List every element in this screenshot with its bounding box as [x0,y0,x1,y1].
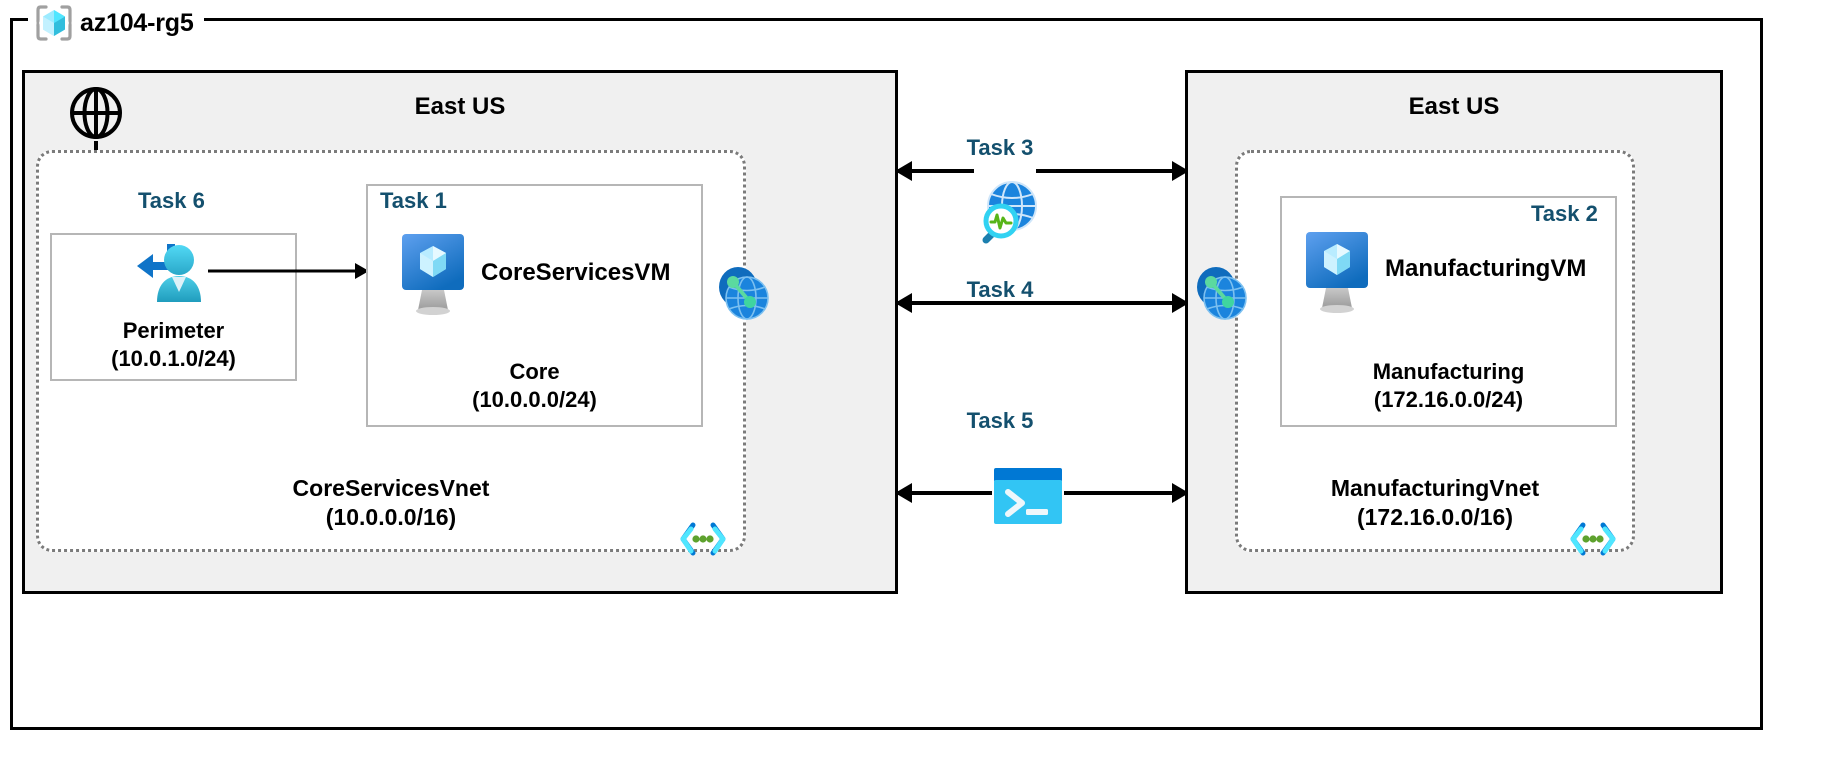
arrow-task5-left [895,480,992,506]
arrow-task5-right [1064,480,1189,506]
task-label-task-1: Task 1 [380,188,447,213]
cloud-shell-icon [992,466,1064,528]
bastion-user-icon [127,240,217,312]
arrow-shaft [1064,491,1188,495]
arrow-task4-right [974,290,1189,316]
vnet-label-manufacturing: ManufacturingVnet (172.16.0.0/16) [1235,474,1635,533]
task-label-task-5: Task 5 [966,408,1034,433]
arrow-shaft [896,301,974,305]
virtual-machine-icon [1304,230,1370,314]
task-label-task-4: Task 4 [966,277,1034,302]
subnet-cidr: (172.16.0.0/24) [1373,387,1524,413]
task-label-task-2: Task 2 [1531,201,1598,226]
subnet-name: Core [509,359,560,384]
arrow-shaft [896,169,974,173]
subnet-cidr: (10.0.1.0/24) [111,346,236,372]
arrow-head-right-icon [1172,161,1189,181]
network-watcher-icon [968,178,1042,250]
task-label-task-3: Task 3 [966,135,1034,160]
task-label-task-6: Task 6 [138,188,205,213]
arrow-task3-right [1036,158,1189,184]
region-title-left: East US [414,93,506,120]
resource-group-name: az104-rg5 [80,8,194,37]
subnet-name: Perimeter [122,318,225,343]
arrow-head-left-icon [895,293,912,313]
subnet-cidr: (10.0.0.0/24) [472,387,597,413]
arrow-task3-left [895,158,974,184]
arrow-shaft [1036,169,1188,173]
region-title-right: East US [1408,93,1500,120]
vnet-name: ManufacturingVnet [1330,475,1540,501]
vnet-label-core-services: CoreServicesVnet (10.0.0.0/16) [36,474,746,533]
arrow-head-right-icon [355,263,369,279]
arrow-perimeter-to-core [208,260,369,282]
resource-group-header: az104-rg5 [28,0,204,46]
virtual-network-icon [679,521,727,557]
vm-name-manufacturing: ManufacturingVM [1385,255,1587,282]
resource-group-frame [10,18,1763,730]
vnet-peering-icon [712,262,774,324]
subnet-name: Manufacturing [1372,359,1525,384]
vnet-cidr: (172.16.0.0/16) [1356,504,1513,531]
arrow-head-left-icon [895,161,912,181]
virtual-network-icon [1569,521,1617,557]
arrow-head-left-icon [895,483,912,503]
azure-resource-group-icon [34,3,74,43]
vnet-name: CoreServicesVnet [292,475,490,501]
globe-icon [68,85,124,141]
arrow-shaft [974,301,1188,305]
virtual-machine-icon [400,232,466,316]
subnet-label-perimeter: Perimeter (10.0.1.0/24) [50,317,297,373]
arrow-shaft [208,269,368,273]
vnet-peering-icon [1190,262,1252,324]
subnet-label-manufacturing: Manufacturing (172.16.0.0/24) [1280,358,1617,414]
arrow-shaft [896,491,992,495]
arrow-head-right-icon [1172,293,1189,313]
vm-name-core-services: CoreServicesVM [481,259,671,286]
vnet-cidr: (10.0.0.0/16) [325,504,457,531]
subnet-label-core: Core (10.0.0.0/24) [366,358,703,414]
arrow-task4-left [895,290,974,316]
arrow-head-right-icon [1172,483,1189,503]
